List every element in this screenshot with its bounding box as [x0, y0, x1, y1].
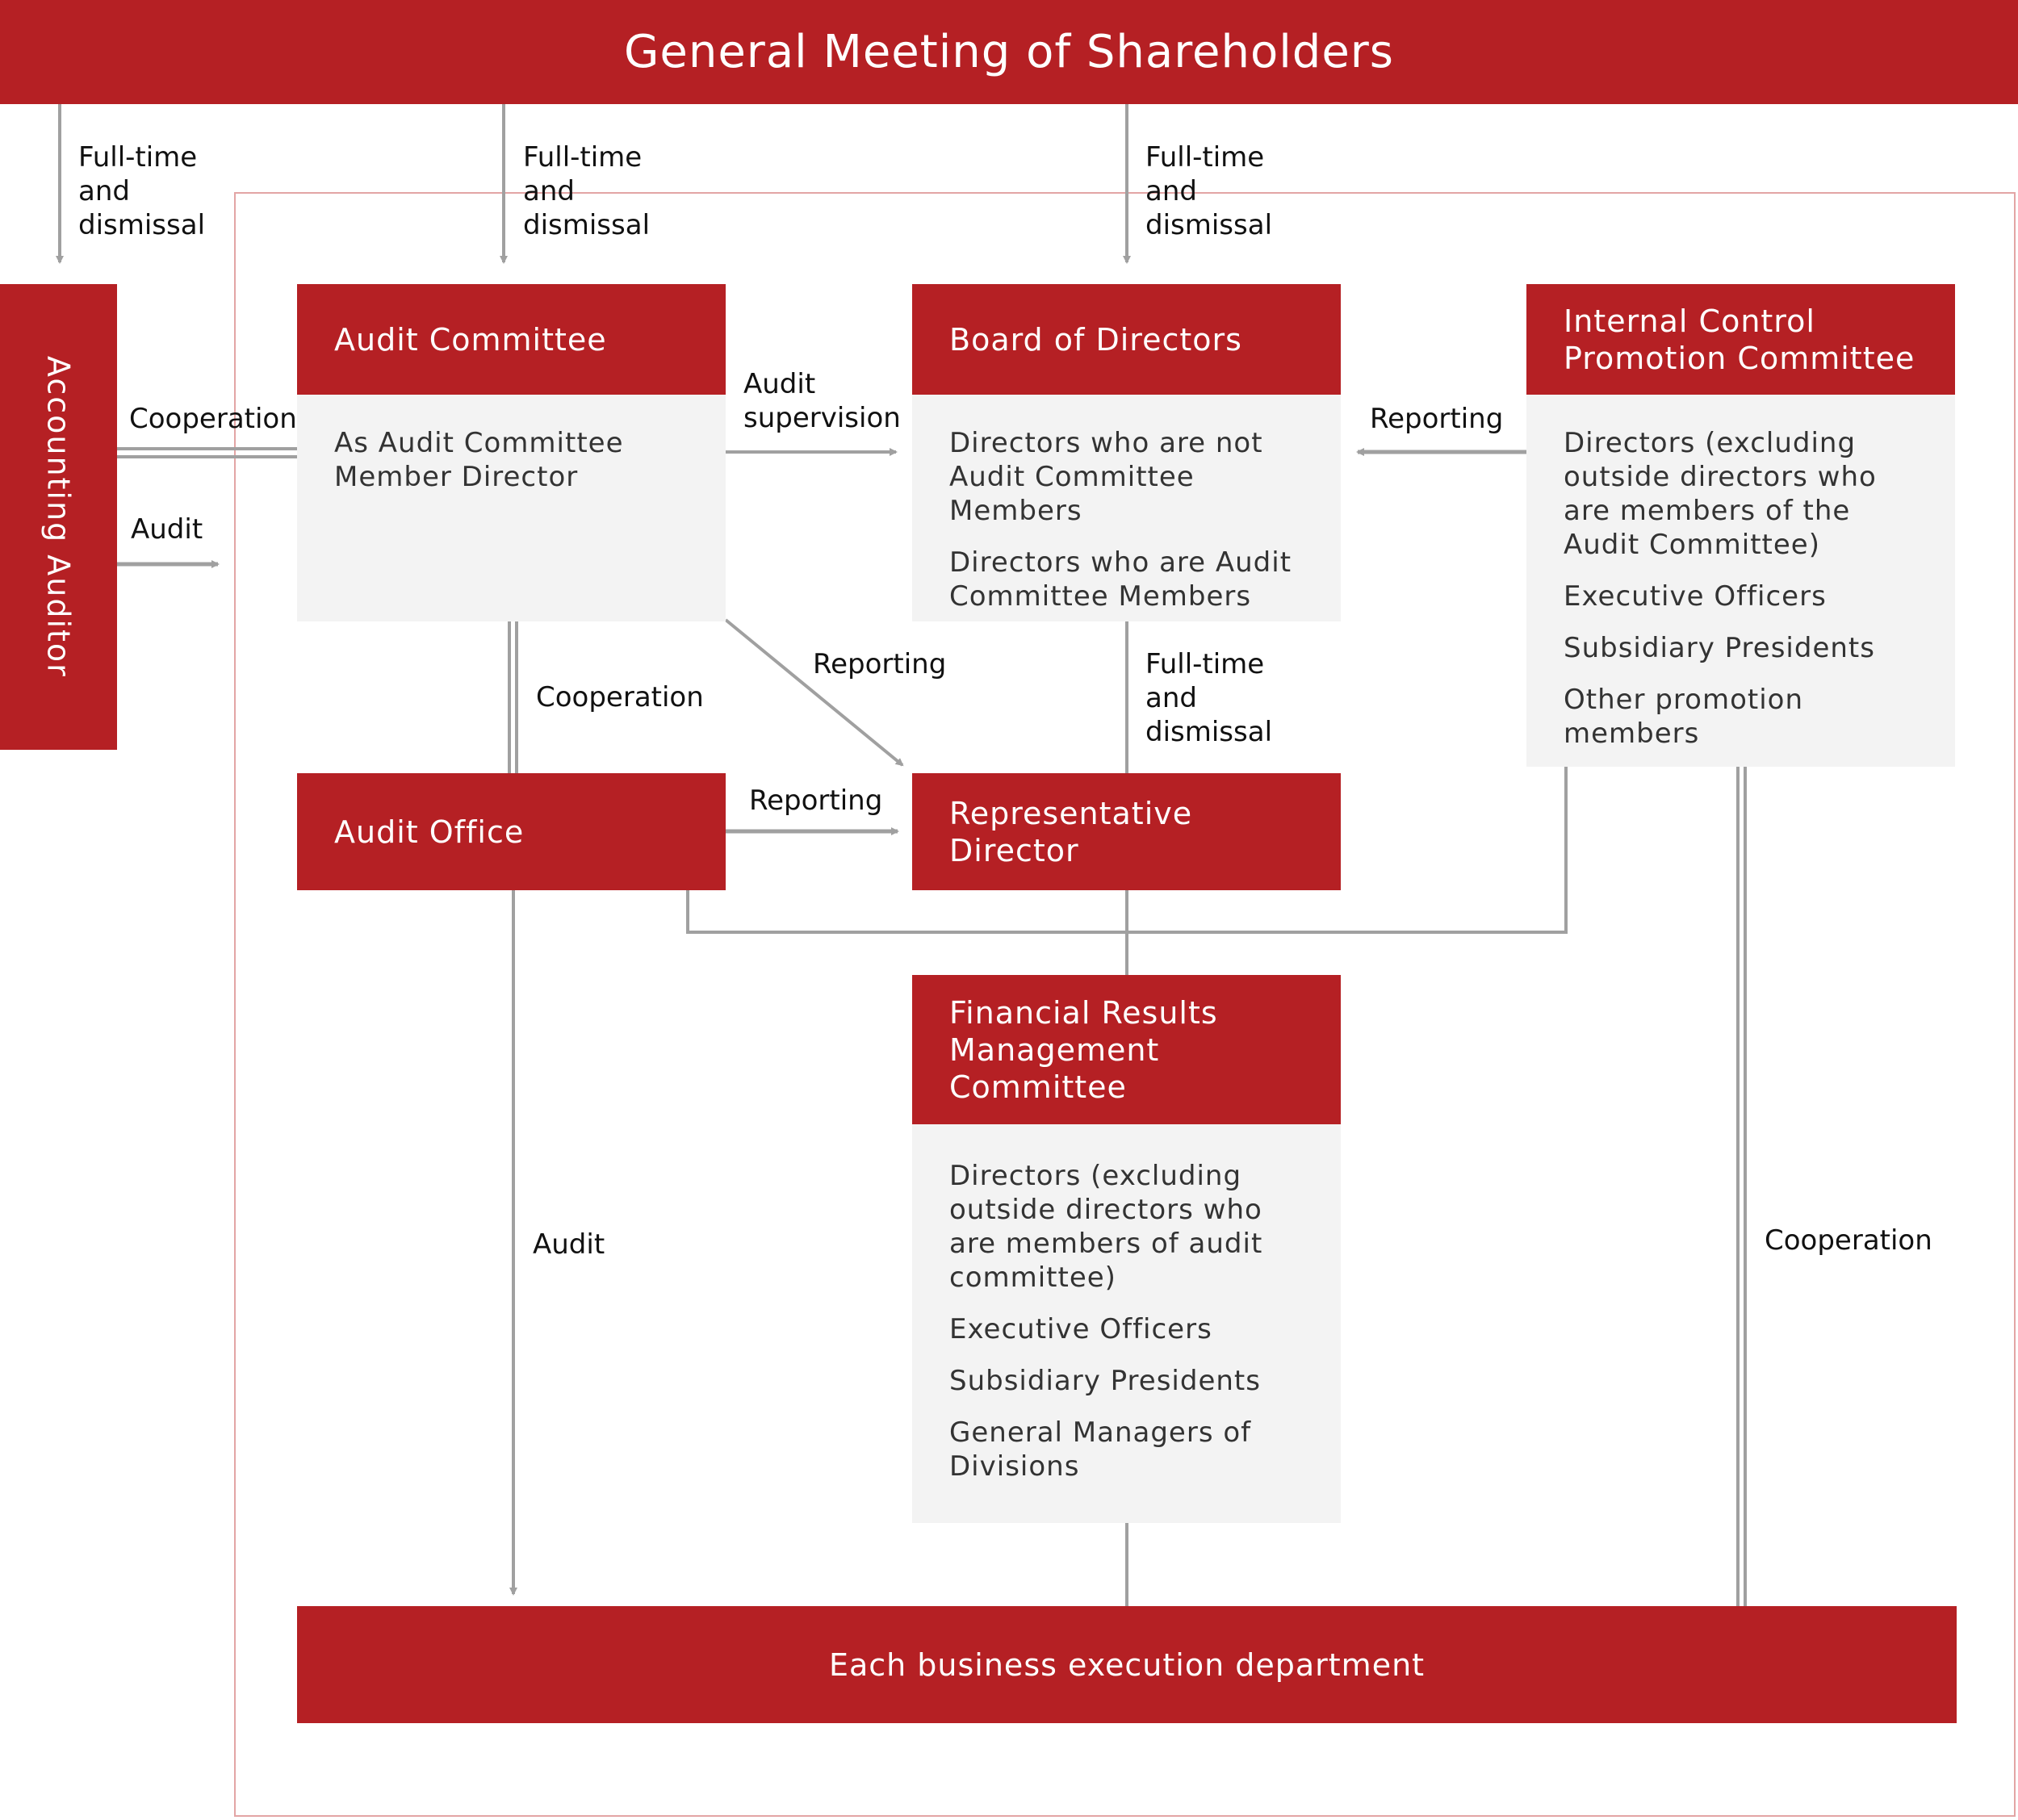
edge-office-icpc-link	[686, 767, 1568, 934]
internal-control-box: Internal Control Promotion Committee Dir…	[1526, 284, 1955, 767]
label-ac-reporting-rep: Reporting	[813, 648, 947, 680]
member-item: Subsidiary Presidents	[1564, 632, 1875, 664]
audit-office-box: Audit Office	[297, 773, 726, 890]
member-item: Directors who are not Audit Committee Me…	[949, 427, 1263, 527]
financial-results-header: Financial Results Management Committee	[912, 975, 1341, 1124]
member-item: Directors who are Audit Committee Member…	[949, 546, 1292, 613]
board-header: Board of Directors	[912, 284, 1341, 395]
member-item: Executive Officers	[1564, 580, 1827, 613]
label-line: dismissal	[523, 209, 651, 241]
label-line: and	[523, 175, 575, 207]
audit-office-header: Audit Office	[297, 773, 726, 890]
internal-control-title-line2: Promotion Committee	[1564, 340, 1915, 376]
label-audit-supervision: Audit supervision	[743, 367, 901, 435]
business-departments-title: Each business execution department	[828, 1646, 1426, 1683]
label-auditor-cooperation: Cooperation	[129, 403, 297, 435]
label-appoint-board: Full-time and dismissal	[1145, 140, 1272, 242]
label-line: supervision	[743, 402, 901, 434]
board-of-directors-box: Board of Directors Directors who are not…	[912, 284, 1341, 621]
general-meeting-header: General Meeting of Shareholders	[0, 0, 2018, 104]
label-line: Full-time	[1145, 141, 1265, 174]
label-line: dismissal	[78, 209, 206, 241]
member-item: Directors (excluding outside directors w…	[1564, 427, 1877, 561]
audit-office-title: Audit Office	[334, 814, 525, 850]
business-departments-box: Each business execution department	[297, 1606, 1957, 1723]
label-line: Full-time	[523, 141, 643, 174]
label-line: Full-time	[78, 141, 198, 174]
member-item: As Audit Committee Member Director	[334, 427, 624, 493]
financial-results-members: Directors (excluding outside directors w…	[912, 1159, 1341, 1501]
board-title: Board of Directors	[949, 321, 1242, 358]
representative-director-header: Representative Director	[912, 773, 1341, 890]
member-item: Other promotion members	[1564, 684, 1804, 750]
internal-control-title-line1: Internal Control	[1564, 303, 1815, 339]
label-line: Audit	[743, 368, 816, 400]
label-auditor-audit: Audit	[131, 513, 203, 546]
label-appoint-auditor: Full-time and dismissal	[78, 140, 205, 242]
label-appoint-rep-director: Full-time and dismissal	[1145, 647, 1272, 749]
internal-control-header: Internal Control Promotion Committee	[1526, 284, 1955, 395]
label-ac-office-cooperation: Cooperation	[536, 681, 704, 713]
label-line: Full-time	[1145, 648, 1265, 680]
label-icpc-cooperation: Cooperation	[1765, 1224, 1932, 1257]
edge-ac-reporting-rep	[724, 618, 904, 767]
audit-committee-title: Audit Committee	[334, 321, 607, 358]
label-icpc-reporting: Reporting	[1370, 403, 1504, 435]
frmc-title-line2: Management	[949, 1031, 1160, 1068]
member-item: Executive Officers	[949, 1313, 1212, 1345]
member-item: Subsidiary Presidents	[949, 1365, 1261, 1397]
financial-results-box: Financial Results Management Committee D…	[912, 975, 1341, 1523]
label-line: dismissal	[1145, 209, 1273, 241]
board-members: Directors who are not Audit Committee Me…	[912, 426, 1341, 631]
member-item: General Managers of Divisions	[949, 1416, 1252, 1483]
accounting-auditor-title: Accounting Auditor	[40, 356, 77, 678]
frmc-title-line1: Financial Results	[949, 994, 1218, 1031]
general-meeting-title: General Meeting of Shareholders	[624, 26, 1394, 78]
label-line: and	[78, 175, 130, 207]
company-frame	[234, 192, 2016, 1817]
label-line: dismissal	[1145, 716, 1273, 748]
label-line: and	[1145, 682, 1197, 714]
accounting-auditor-box: Accounting Auditor	[0, 284, 117, 750]
rep-director-title-line1: Representative	[949, 795, 1193, 831]
label-line: and	[1145, 175, 1197, 207]
audit-committee-box: Audit Committee As Audit Committee Membe…	[297, 284, 726, 621]
member-item: Directors (excluding outside directors w…	[949, 1160, 1263, 1294]
rep-director-title-line2: Director	[949, 832, 1079, 868]
representative-director-box: Representative Director	[912, 773, 1341, 890]
audit-committee-header: Audit Committee	[297, 284, 726, 395]
frmc-title-line3: Committee	[949, 1069, 1127, 1105]
label-appoint-audit-committee: Full-time and dismissal	[523, 140, 650, 242]
label-office-reporting-rep: Reporting	[749, 784, 883, 817]
internal-control-members: Directors (excluding outside directors w…	[1526, 426, 1955, 768]
audit-committee-members: As Audit Committee Member Director	[297, 426, 726, 512]
label-office-audit: Audit	[533, 1228, 605, 1261]
